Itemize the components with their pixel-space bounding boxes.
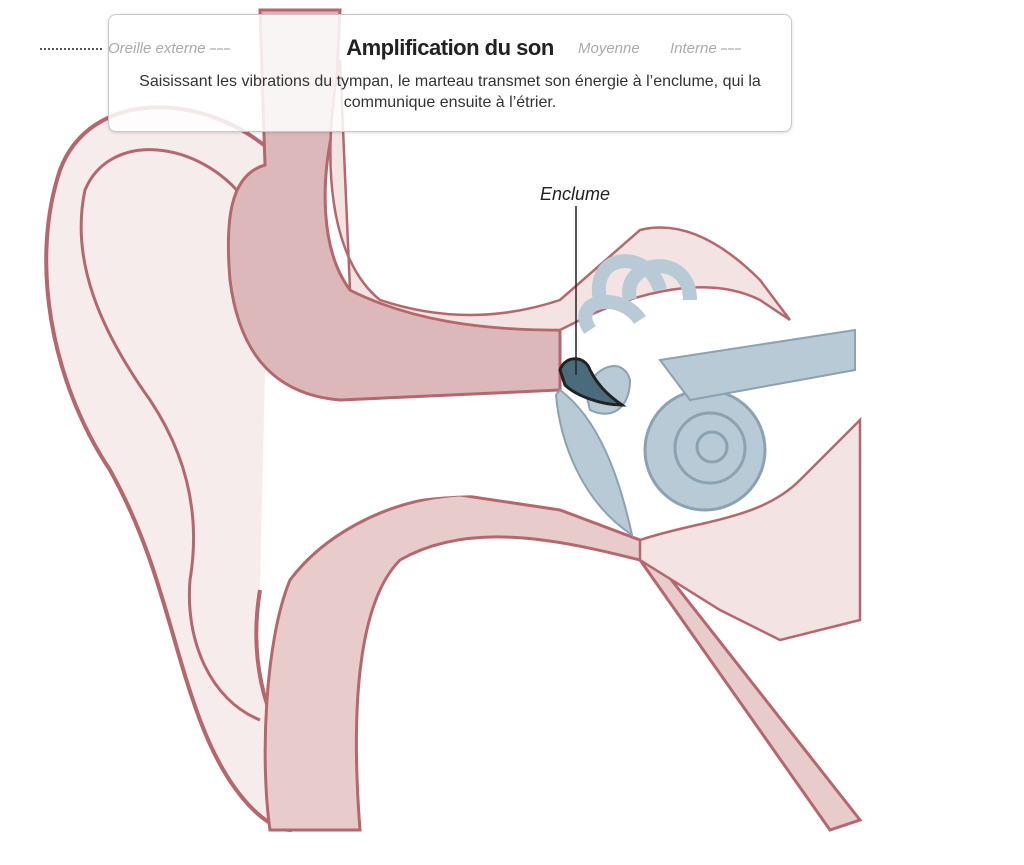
legend-middle-label: Moyenne (578, 40, 640, 57)
semicircular-canals (578, 254, 697, 334)
legend-divider (209, 48, 230, 51)
eardrum (554, 388, 634, 538)
annotation-label-enclume: Enclume (540, 184, 611, 204)
ear-canal (290, 400, 560, 520)
legend-inner-label: Interne (670, 40, 717, 57)
card-description: Saisissant les vibrations du tympan, le … (139, 73, 761, 111)
legend-outer-label: Oreille externe (108, 40, 206, 57)
cochlea (643, 388, 767, 512)
legend-outer-ear: Oreille externe (40, 40, 234, 57)
legend-outer-line (40, 48, 102, 51)
bone-lower (638, 416, 862, 642)
legend-divider (720, 48, 741, 51)
card-title: Amplification du son (346, 35, 554, 60)
legend-inner-ear: Interne (670, 40, 745, 57)
auditory-nerve (658, 328, 856, 402)
legend-middle-ear: Moyenne (578, 40, 640, 57)
canal-lower-tissue (263, 493, 863, 832)
info-card: Amplification du son Saisissant les vibr… (108, 14, 792, 132)
pinna-inner-fold (79, 148, 261, 722)
